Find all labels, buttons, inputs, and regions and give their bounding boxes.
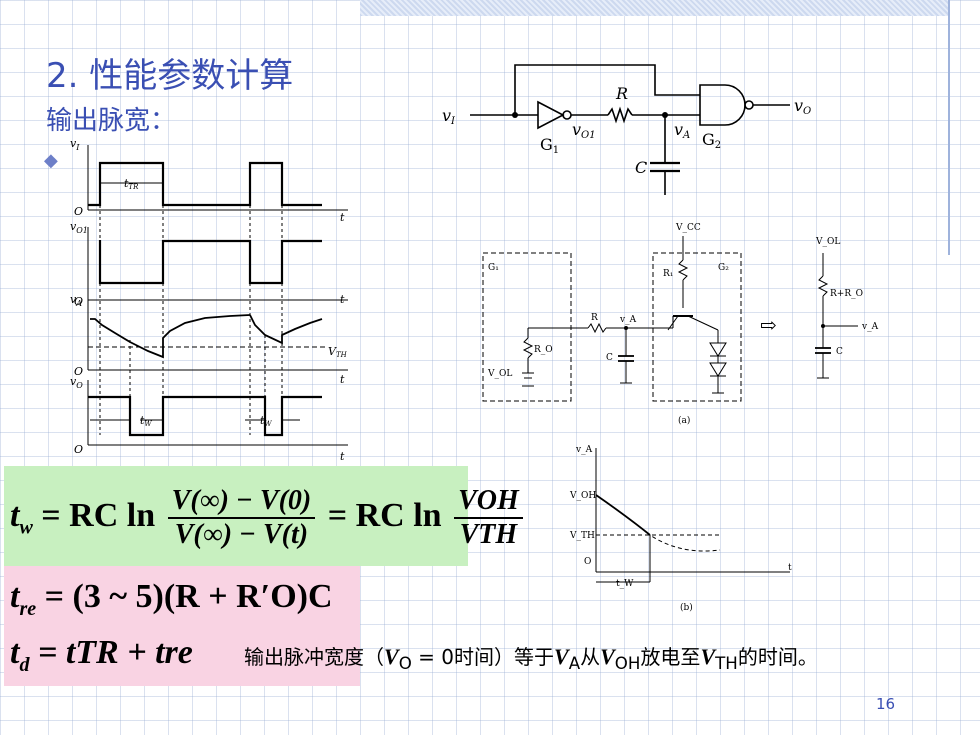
svg-text:V_OL: V_OL — [815, 237, 840, 247]
svg-text:V_CC: V_CC — [675, 223, 701, 233]
svg-text:V_OH: V_OH — [569, 491, 596, 501]
svg-text:O: O — [74, 295, 83, 308]
svg-text:O: O — [74, 205, 83, 218]
svg-text:t: t — [788, 563, 792, 573]
equation-tw-box — [4, 466, 468, 566]
svg-text:R+R_O: R+R_O — [830, 289, 863, 299]
svg-text:vO1: vO1 — [572, 120, 596, 141]
svg-text:v_A: v_A — [619, 315, 637, 325]
svg-text:⇨: ⇨ — [760, 313, 777, 337]
svg-text:(a): (a) — [678, 415, 690, 426]
svg-text:tW: tW — [260, 414, 272, 428]
svg-text:vI: vI — [70, 137, 80, 152]
timing-waveforms: vI vO1 vA vO O O O O t t t t tTR VTH tW … — [70, 137, 348, 463]
svg-text:tTR: tTR — [124, 177, 139, 191]
svg-text:C: C — [606, 353, 613, 363]
slide-subtitle: 输出脉宽： — [46, 106, 177, 136]
svg-text:(b): (b) — [680, 602, 693, 613]
svg-text:t_W: t_W — [616, 579, 634, 589]
equivalent-circuit-a: G₁ G₂ V_CC R₁ R v_A R_O V_OL C V_OL R+R_… — [482, 223, 879, 426]
bullet-icon: ◆ — [44, 150, 58, 171]
svg-text:G₂: G₂ — [718, 263, 729, 273]
svg-text:C: C — [836, 347, 843, 357]
svg-text:vO: vO — [70, 375, 83, 390]
svg-text:G₁: G₁ — [488, 263, 499, 273]
svg-text:R_O: R_O — [534, 345, 553, 355]
equation-tw: tw = RC ln V(∞) − V(0)V(∞) − V(t) = RC l… — [10, 485, 527, 551]
svg-text:v_A: v_A — [861, 322, 879, 332]
side-bar — [948, 0, 950, 255]
svg-text:O: O — [584, 557, 591, 567]
svg-text:O: O — [74, 365, 83, 378]
svg-text:t: t — [340, 373, 345, 386]
svg-text:V_OL: V_OL — [487, 369, 512, 379]
svg-text:vI: vI — [442, 106, 456, 127]
header-band — [360, 0, 950, 16]
equation-tre-td-box — [4, 566, 360, 686]
svg-text:v_A: v_A — [575, 445, 593, 455]
equation-td: td = tTR + tre — [10, 634, 193, 676]
svg-text:vO1: vO1 — [70, 220, 88, 235]
svg-text:t: t — [340, 211, 345, 224]
pulse-width-note: 输出脉冲宽度（VO = 0时间）等于VA从VOH放电至VTH的时间。 — [244, 644, 818, 673]
svg-text:t: t — [340, 293, 345, 306]
discharge-curve-b: v_A V_OH V_TH O t t_W (b) — [569, 445, 792, 613]
svg-text:vA: vA — [674, 120, 690, 141]
svg-text:C: C — [635, 158, 647, 177]
svg-text:R: R — [591, 313, 598, 323]
svg-text:G2: G2 — [702, 130, 721, 151]
svg-text:V_TH: V_TH — [569, 531, 595, 541]
circuit-top: vI G1 vO1 R vA G2 C vO — [442, 64, 811, 195]
svg-text:t: t — [340, 450, 345, 463]
svg-text:tW: tW — [140, 414, 152, 428]
svg-text:O: O — [74, 443, 83, 456]
svg-text:vO: vO — [794, 96, 811, 117]
equation-tre: tre = (3 ~ 5)(R + R′O)C — [10, 578, 333, 620]
svg-text:vA: vA — [70, 293, 82, 308]
page-number: 16 — [876, 695, 896, 713]
svg-text:R₁: R₁ — [663, 269, 673, 279]
slide-title: 2. 性能参数计算 — [46, 56, 294, 96]
svg-text:R: R — [615, 84, 628, 103]
svg-text:G1: G1 — [540, 135, 559, 156]
svg-text:VTH: VTH — [328, 345, 348, 359]
